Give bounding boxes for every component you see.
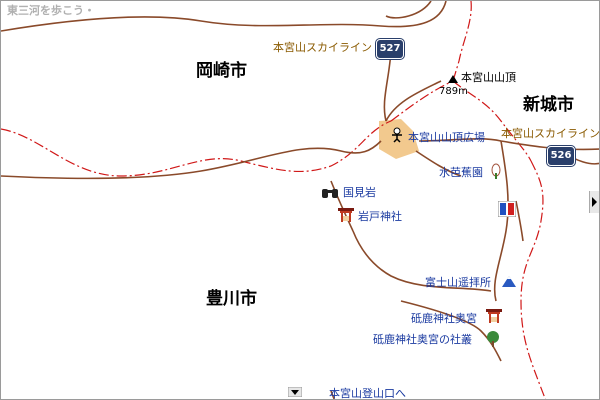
poi-trailhead[interactable]: 本宮山登山口へ <box>329 387 406 400</box>
road-to-summit <box>385 80 442 122</box>
toilet-icon[interactable] <box>498 201 516 217</box>
summit-triangle-icon <box>448 75 458 83</box>
road-top-right <box>385 1 432 19</box>
poi-summit-plaza[interactable]: 本宮山山頂広場 <box>408 131 485 144</box>
road-west-east <box>1 140 382 180</box>
road-label-skyline-west: 本宮山スカイライン <box>273 41 372 54</box>
shrine-icon[interactable] <box>485 308 503 324</box>
road-527-south <box>383 50 392 122</box>
city-label-okazaki: 岡崎市 <box>196 61 247 81</box>
flower-icon[interactable] <box>490 163 502 179</box>
road-east-south <box>493 140 509 302</box>
route-526-shield: 526 <box>547 146 575 166</box>
boundary-to-summit <box>390 80 454 122</box>
binoculars-icon[interactable] <box>321 185 339 199</box>
boundary-shinshiro-south <box>520 160 546 399</box>
road-trailhead <box>330 390 335 399</box>
boundary-lines <box>1 1 546 399</box>
road-toilet <box>515 200 524 242</box>
boundary-shinshiro-west <box>452 80 532 162</box>
arrow-down-icon[interactable] <box>288 387 302 397</box>
shrine-icon[interactable] <box>337 207 355 223</box>
chevron-right-icon <box>592 197 597 207</box>
mountain-icon[interactable] <box>501 274 517 288</box>
poi-kokenoiwa[interactable]: 国見岩 <box>343 186 376 199</box>
summit-plaza-area <box>379 119 419 159</box>
poi-mizubasho[interactable]: 水芭蕉園 <box>439 166 483 179</box>
road-lower <box>400 300 502 362</box>
tree-icon[interactable] <box>485 330 501 348</box>
poi-fuji-yohaisho[interactable]: 富士山遥拝所 <box>425 276 491 289</box>
side-panel-toggle[interactable] <box>589 191 599 213</box>
boundary-north <box>452 1 472 82</box>
boundary-okazaki-toyokawa <box>1 120 392 177</box>
poi-toga-shaso[interactable]: 砥鹿神社奥宮の社叢 <box>373 333 472 346</box>
poi-iwato-shrine[interactable]: 岩戸神社 <box>358 210 402 223</box>
road-south-loop <box>352 230 492 292</box>
route-527-shield: 527 <box>376 39 404 59</box>
road-north <box>1 1 447 32</box>
city-label-toyokawa: 豊川市 <box>206 289 257 309</box>
road-plaza-east <box>415 150 462 177</box>
city-label-shinshiro: 新城市 <box>523 95 574 115</box>
poi-toga-okumiya[interactable]: 砥鹿神社奥宮 <box>411 312 477 325</box>
site-title: 東三河を歩こう・ <box>7 4 95 17</box>
summit-plaza-icon[interactable] <box>389 127 405 143</box>
road-label-skyline-east: 本宮山スカイライン <box>501 127 600 140</box>
road-kokenoiwa <box>330 180 354 232</box>
summit-altitude: 789m <box>439 86 468 97</box>
summit-label: 本宮山山頂 <box>461 71 516 84</box>
